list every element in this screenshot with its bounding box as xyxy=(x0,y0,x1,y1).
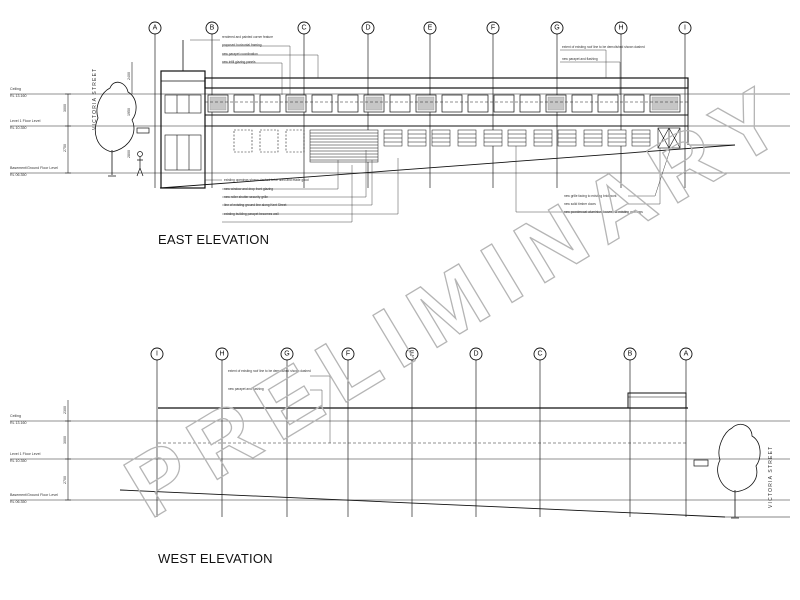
gridline-bubble: C xyxy=(297,21,311,35)
svg-text:F: F xyxy=(346,351,350,358)
east-elevation: A B C D E F G H I Ceiling RL 13.160 Leve… xyxy=(10,21,790,223)
annotation: line of existing ground line along Kent … xyxy=(224,203,286,207)
dimension: 2300 xyxy=(63,406,67,414)
tree-icon xyxy=(717,423,761,519)
gridline-bubble: D xyxy=(469,347,483,361)
level-label: Ceiling RL 13.160 xyxy=(10,87,26,98)
east-gridlines: A B C D E F G H I xyxy=(148,21,692,188)
annotation: extent of existing roof line to be demol… xyxy=(228,369,311,373)
gridline-bubble: D xyxy=(361,21,375,35)
gridline-bubble: C xyxy=(533,347,547,361)
person-icon xyxy=(136,151,144,177)
svg-text:RL 10.350: RL 10.350 xyxy=(10,126,26,130)
level-label: Level 1 Floor Level RL 10.350 xyxy=(10,452,41,463)
svg-text:RL 06.350: RL 06.350 xyxy=(10,500,26,504)
svg-text:A: A xyxy=(684,351,689,358)
east-elevation-title: EAST ELEVATION xyxy=(158,232,270,247)
annotation: new window and drop front glazing xyxy=(224,187,273,191)
east-building xyxy=(159,40,736,189)
dimension: 3000 xyxy=(63,436,67,444)
annotation: existing openings shown dashed to be fil… xyxy=(224,178,309,182)
gridline-bubble: H xyxy=(614,21,628,35)
svg-text:RL 13.160: RL 13.160 xyxy=(10,94,26,98)
gridline-bubble: B xyxy=(623,347,637,361)
annotation: existing building parapet becomes wall xyxy=(224,212,279,216)
west-elevation: I H G F E D C B A Ceiling RL 13.160 Leve… xyxy=(10,347,790,519)
dimension: 1950 xyxy=(127,108,131,116)
svg-text:RL 10.350: RL 10.350 xyxy=(10,459,26,463)
tree-icon xyxy=(95,81,137,177)
svg-text:Ceiling: Ceiling xyxy=(10,87,21,91)
gridline-bubble: I xyxy=(150,347,164,361)
dimension: 2800 xyxy=(127,150,131,158)
street-label: VICTORIA STREET xyxy=(768,446,774,508)
west-elevation-title: WEST ELEVATION xyxy=(158,551,273,566)
svg-text:Ceiling: Ceiling xyxy=(10,414,21,418)
sign-icon xyxy=(693,459,709,467)
annotation-notes: rendered and painted corner feature prop… xyxy=(222,35,645,216)
level-label: Basement/Ground Floor Level RL 06.350 xyxy=(10,493,58,504)
level-label: Level 1 Floor Level RL 10.350 xyxy=(10,119,41,130)
gridline-bubble: F xyxy=(486,21,500,35)
svg-text:RL 06.350: RL 06.350 xyxy=(10,173,26,177)
annotation: new parapet and flashing xyxy=(228,387,264,391)
svg-text:Basement/Ground Floor Level: Basement/Ground Floor Level xyxy=(10,493,58,497)
svg-text:G: G xyxy=(284,351,289,358)
annotation: new roller shutter security grille xyxy=(224,195,268,199)
street-label: VICTORIA STREET xyxy=(92,68,98,130)
gridline-bubble: I xyxy=(678,21,692,35)
west-gridlines: I H G F E D C B A xyxy=(150,347,693,517)
svg-text:C: C xyxy=(537,351,542,358)
gridline-bubble: G xyxy=(280,347,294,361)
svg-text:Basement/Ground Floor Level: Basement/Ground Floor Level xyxy=(10,166,58,170)
svg-text:B: B xyxy=(628,351,633,358)
annotation: new powdercoat aluminium louvres to exis… xyxy=(564,210,643,214)
annotation: new parapet coordination xyxy=(222,52,258,56)
gridline-bubble: H xyxy=(215,347,229,361)
svg-text:D: D xyxy=(365,25,370,32)
svg-text:Level 1 Floor Level: Level 1 Floor Level xyxy=(10,119,41,123)
annotation: new parapet and flashing xyxy=(562,57,598,61)
svg-text:E: E xyxy=(428,25,433,32)
svg-text:RL 13.160: RL 13.160 xyxy=(10,421,26,425)
gridline-bubble: A xyxy=(679,347,693,361)
gridline-bubble: F xyxy=(341,347,355,361)
annotation: extent of existing roof line to be demol… xyxy=(562,45,645,49)
gridline-bubble: A xyxy=(148,21,162,35)
svg-text:H: H xyxy=(618,25,623,32)
svg-text:A: A xyxy=(153,25,158,32)
dimension: 3000 xyxy=(63,104,67,112)
dimension: 2700 xyxy=(63,476,67,484)
dimension: 2750 xyxy=(63,144,67,152)
svg-text:F: F xyxy=(491,25,495,32)
annotation: proposed horizontal framing xyxy=(222,43,262,47)
annotation: new grille facing to existing brickwork xyxy=(564,194,617,198)
sign-icon xyxy=(136,127,150,134)
gridline-bubble: E xyxy=(423,21,437,35)
gridline-bubble: E xyxy=(405,347,419,361)
gridline-bubble: G xyxy=(550,21,564,35)
level-label: Ceiling RL 13.160 xyxy=(10,414,26,425)
annotation: new infill glazing panels xyxy=(222,60,256,64)
level-label: Basement/Ground Floor Level RL 06.350 xyxy=(10,166,58,177)
svg-text:B: B xyxy=(210,25,215,32)
svg-text:I: I xyxy=(684,25,686,32)
svg-text:Level 1 Floor Level: Level 1 Floor Level xyxy=(10,452,41,456)
svg-text:I: I xyxy=(156,351,158,358)
dimension: 2400 xyxy=(127,72,131,80)
svg-text:E: E xyxy=(410,351,415,358)
west-building xyxy=(119,392,790,518)
svg-text:C: C xyxy=(301,25,306,32)
svg-text:H: H xyxy=(219,351,224,358)
annotation: new solid timber doors xyxy=(564,202,596,206)
gridline-bubble: B xyxy=(205,21,219,35)
annotation: rendered and painted corner feature xyxy=(222,35,273,39)
svg-text:D: D xyxy=(473,351,478,358)
svg-text:G: G xyxy=(554,25,559,32)
